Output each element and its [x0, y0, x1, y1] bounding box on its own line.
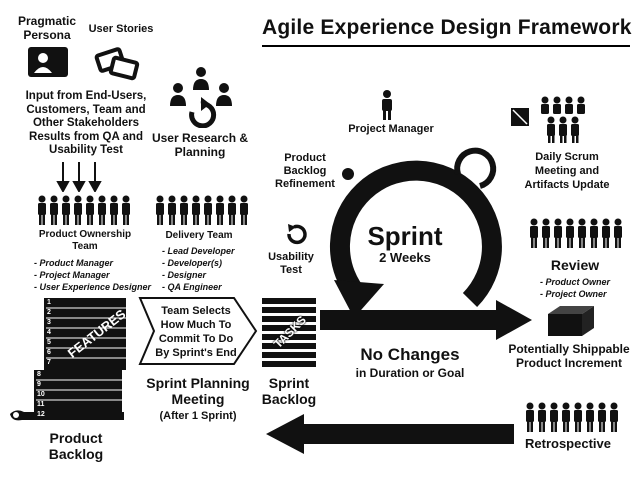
delivery-member: Designer: [162, 269, 262, 281]
ownership-team-people-icon: [36, 195, 132, 232]
daily-scrum-label: Daily Scrum Meeting and Artifacts Update: [524, 151, 610, 191]
review-member: Project Owner: [540, 288, 630, 300]
retrospective-back-arrow: [266, 414, 516, 459]
backlog-row-number: 12: [37, 411, 45, 418]
delivery-team-people-icon: [154, 195, 250, 232]
usability-refresh-icon: [284, 222, 308, 251]
backlog-row-number: 9: [37, 381, 41, 388]
backlog-row-number: 10: [37, 391, 45, 398]
sprint-title: Sprint: [367, 221, 443, 251]
ownership-team-label: Product Ownership Team: [38, 229, 132, 252]
sprint-to-increment-arrow: [320, 300, 534, 345]
backlog-row-number: 11: [37, 401, 45, 408]
ownership-member: User Experience Designer: [34, 281, 194, 293]
increment-label: Potentially Shippable Product Increment: [508, 342, 630, 370]
title-underline: [262, 45, 630, 47]
delivery-member: Lead Developer: [162, 245, 262, 257]
backlog-row-number: 8: [37, 371, 41, 378]
persona-card-icon: [27, 46, 69, 83]
feature-row-number: 6: [47, 349, 51, 356]
retrospective-people-icon: [524, 402, 620, 439]
user-research-group-icon: [164, 66, 238, 133]
user-stories-cards-icon: [94, 44, 142, 89]
refinement-label: Product Backlog Refinement: [275, 152, 335, 190]
project-manager-person-icon: [380, 90, 394, 125]
review-members-list: Product Owner Project Owner: [540, 276, 630, 300]
no-changes-title: No Changes: [360, 345, 460, 364]
sprint-planning-label: Sprint Planning Meeting: [146, 375, 250, 407]
delivery-team-label: Delivery Team: [165, 230, 233, 241]
delivery-member: Developer(s): [162, 257, 262, 269]
down-arrows-icon: [56, 162, 102, 197]
ownership-members-list: Product Manager Project Manager User Exp…: [34, 257, 194, 293]
sprint-backlog-tasks: [262, 298, 322, 375]
page-title: Agile Experience Design Framework: [262, 16, 632, 39]
scrum-team-people-icon: [535, 96, 591, 149]
usability-test-label: Usability Test: [268, 251, 314, 276]
increment-box-icon: [546, 304, 596, 343]
product-backlog-stack: [6, 294, 132, 435]
user-research-label: User Research & Planning: [151, 131, 249, 159]
no-changes-subtitle: in Duration or Goal: [355, 366, 465, 380]
stories-label: User Stories: [88, 23, 154, 35]
team-selects-text: Team Selects How Much To Commit To Do By…: [155, 305, 237, 359]
ownership-member: Project Manager: [34, 269, 194, 281]
feature-row-number: 7: [47, 359, 51, 366]
feature-row-number: 3: [47, 319, 51, 326]
persona-label: Pragmatic Persona: [17, 14, 77, 42]
review-label: Review: [550, 257, 600, 273]
feature-row-numbers: 1 2 3 4 5 6 7: [47, 298, 63, 368]
sprint-backlog-label: Sprint Backlog: [261, 375, 317, 407]
ownership-member: Product Manager: [34, 257, 194, 269]
sprint-cycle-graphic: [320, 130, 540, 335]
feature-row-number: 1: [47, 299, 51, 306]
product-backlog-label: Product Backlog: [48, 430, 104, 462]
project-manager-label: Project Manager: [348, 123, 434, 135]
delivery-member: QA Engineer: [162, 281, 262, 293]
backlog-row-numbers: 8 9 10 11 12: [37, 370, 53, 420]
sprint-duration: 2 Weeks: [379, 250, 431, 265]
scrum-board-icon: [510, 107, 530, 132]
feature-row-number: 2: [47, 309, 51, 316]
retrospective-label: Retrospective: [525, 436, 611, 451]
review-people-icon: [528, 218, 624, 255]
feature-row-number: 5: [47, 339, 51, 346]
feature-row-number: 4: [47, 329, 51, 336]
team-selects-arrow: [138, 294, 260, 373]
stakeholder-input-text: Input from End-Users, Customers, Team an…: [25, 90, 147, 156]
delivery-members-list: Lead Developer Developer(s) Designer QA …: [162, 245, 262, 293]
planning-sublabel: (After 1 Sprint): [159, 410, 237, 422]
review-member: Product Owner: [540, 276, 630, 288]
